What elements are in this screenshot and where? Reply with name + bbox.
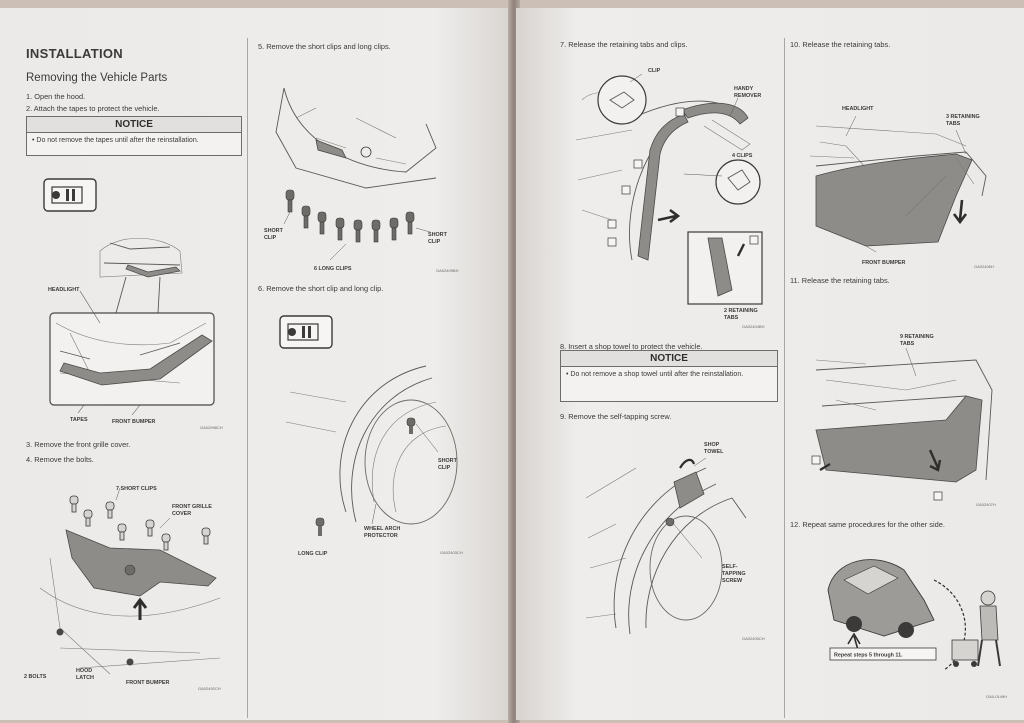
label-tabs-2: TABS [724,315,739,321]
figure-grille-diagram: 7 SHORT CLIPS FRONT GRILLE COVER 2 BOLTS… [24,486,221,691]
label-screw-2: TAPPING [722,571,746,577]
column-divider [247,38,248,718]
figure-retaining-tabs-diagram: CLIP HANDY REMOVER 4 CLIPS 2 RETAINING T… [575,68,765,329]
figure-clips-diagram: SHORT CLIP SHORT CLIP 6 LONG CLIPS GA024… [264,87,459,273]
label-headlight: HEADLIGHT [842,106,874,112]
notice-body: • Do not remove a shop towel until after… [566,371,744,378]
section-heading: Removing the Vehicle Parts [26,72,168,84]
label-tabs-1: 9 RETAINING [900,334,934,340]
label-remover-1: HANDY [734,86,754,92]
step-1: 1. Open the hood. [26,92,86,101]
label-repeat-steps: Repeat steps 5 through 11. [834,653,903,659]
label-screw-1: SELF- [722,564,738,570]
label-front-bumper: FRONT BUMPER [126,680,170,686]
figure-code: GA02403CH [440,550,463,555]
figure-headlight-tabs-diagram: HEADLIGHT 3 RETAINING TABS FRONT BUMPER … [809,106,994,269]
label-short-clip-left-1: SHORT [264,228,284,234]
label-short-clip-1: SHORT [438,458,458,464]
label-front-bumper: FRONT BUMPER [112,419,156,425]
label-protector-1: WHEEL ARCH [364,526,400,532]
left-page: INSTALLATION Removing the Vehicle Parts … [0,8,512,720]
step-4: 4. Remove the bolts. [26,455,94,464]
label-short-clip-right-2: CLIP [428,239,441,245]
label-grille-cover-1: FRONT GRILLE [172,504,212,510]
down-arrow-icon [952,199,968,225]
right-page: 7. Release the retaining tabs and clips.… [516,8,1024,720]
label-grille-cover-2: COVER [172,511,191,517]
label-clips: 4 CLIPS [732,153,753,159]
label-tapes: TAPES [70,417,88,423]
figure-code: GA02404BH [742,324,765,329]
label-hood-latch-2: LATCH [76,675,94,681]
figure-wheel-arch-diagram: SHORT CLIP LONG CLIP WHEEL ARCH PROTECTO… [279,315,463,557]
curved-arrow-icon [679,458,696,469]
figure-tapes-diagram: HEADLIGHT TAPES FRONT BUMPER GA02998CH [43,178,223,430]
figure-bumper-tabs-diagram: 9 RETAINING TABS GA02407H [811,334,996,507]
figure-repeat-diagram: Repeat steps 5 through 11. GA0-0149H [827,559,1007,699]
column-divider [784,38,785,718]
label-headlight: HEADLIGHT [48,287,80,293]
notice-tapes: NOTICE • Do not remove the tapes until a… [26,116,242,156]
label-long-clips: 6 LONG CLIPS [314,266,352,272]
label-remover-2: REMOVER [734,93,761,99]
figure-code: GA0-0149H [986,694,1007,699]
notice-body: • Do not remove the tapes until after th… [32,137,199,144]
mechanic-icon [980,590,996,606]
notice-heading: NOTICE [561,351,777,367]
label-screw-3: SCREW [722,578,743,584]
label-front-bumper: FRONT BUMPER [862,260,906,266]
label-towel-1: SHOP [704,442,720,448]
figure-self-tapping-screw-diagram: SHOP TOWEL SELF- TAPPING SCREW GA02405CH [585,442,765,641]
page-title: INSTALLATION [26,46,123,61]
label-short-clips: 7 SHORT CLIPS [116,486,157,492]
notice-heading: NOTICE [27,117,241,133]
label-tabs-1: 2 RETAINING [724,308,758,314]
up-arrow-icon [132,597,148,620]
notice-shop-towel: NOTICE • Do not remove a shop towel unti… [560,350,778,402]
up-arrow-icon [847,632,861,651]
down-arrow-icon [928,449,942,472]
step-8: 8. Insert a shop towel to protect the ve… [560,342,703,351]
clip-numbers [607,107,759,247]
up-arrow-icon [736,243,746,257]
label-short-clip-left-2: CLIP [264,235,277,241]
figure-code: GA02409BH [436,268,459,273]
label-bolts: 2 BOLTS [24,674,47,680]
label-long-clip: LONG CLIP [298,551,328,557]
step-3: 3. Remove the front grille cover. [26,440,131,449]
label-tabs-2: TABS [946,121,961,127]
label-hood-latch-1: HOOD [76,668,92,674]
step-6: 6. Remove the short clip and long clip. [258,284,384,293]
label-tabs-2: TABS [900,341,915,347]
step-12: 12. Repeat same procedures for the other… [790,520,945,529]
figure-code: GA02492CH [198,686,221,691]
label-clip: CLIP [648,68,661,74]
step-7: 7. Release the retaining tabs and clips. [560,40,688,49]
clip-row [285,189,415,243]
step-2: 2. Attach the tapes to protect the vehic… [26,104,160,113]
step-5: 5. Remove the short clips and long clips… [258,42,391,51]
tool-cart-icon [951,639,979,661]
label-towel-2: TOWEL [704,449,724,455]
step-10: 10. Release the retaining tabs. [790,40,891,49]
figure-code: GA02406H [974,264,994,269]
step-9: 9. Remove the self-tapping screw. [560,412,672,421]
figure-code: GA02407H [976,502,996,507]
figure-code: GA02998CH [200,425,223,430]
label-tabs-1: 3 RETAINING [946,114,980,120]
figure-code: GA02405CH [742,636,765,641]
label-short-clip-2: CLIP [438,465,451,471]
label-protector-2: PROTECTOR [364,533,398,539]
label-short-clip-right-1: SHORT [428,232,448,238]
step-11: 11. Release the retaining tabs. [790,276,890,285]
right-arrow-icon [657,208,681,224]
